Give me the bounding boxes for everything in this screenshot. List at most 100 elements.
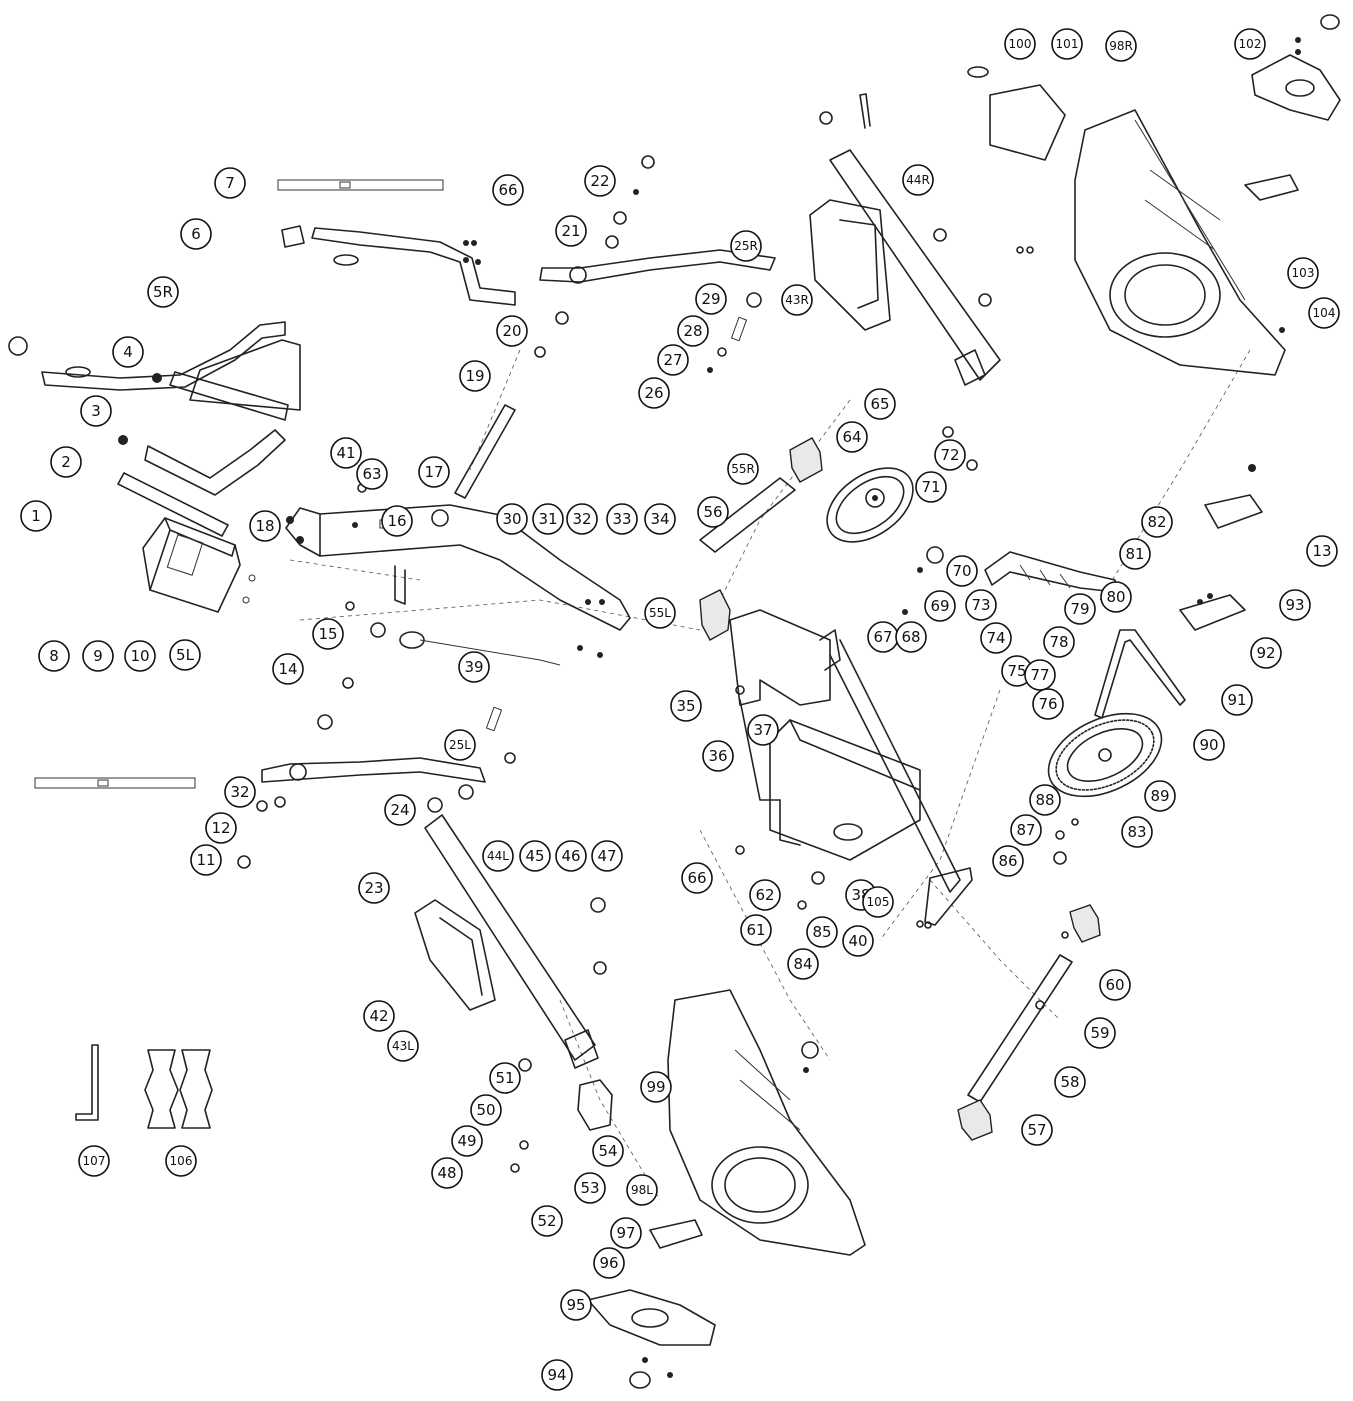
svg-text:80: 80 bbox=[1106, 588, 1125, 606]
svg-text:84: 84 bbox=[793, 955, 812, 973]
callout-20: 20 bbox=[496, 315, 528, 347]
svg-text:5R: 5R bbox=[153, 283, 173, 301]
svg-text:24: 24 bbox=[390, 801, 409, 819]
callout-52: 52 bbox=[531, 1205, 563, 1237]
callout-24: 24 bbox=[384, 794, 416, 826]
callout-49: 49 bbox=[451, 1125, 483, 1157]
svg-text:35: 35 bbox=[676, 697, 695, 715]
svg-text:62: 62 bbox=[755, 886, 774, 904]
callout-32b: 32 bbox=[224, 776, 256, 808]
svg-text:61: 61 bbox=[746, 921, 765, 939]
callout-103: 103 bbox=[1287, 257, 1319, 289]
callout-57: 57 bbox=[1021, 1114, 1053, 1146]
svg-text:43R: 43R bbox=[785, 293, 809, 307]
svg-text:97: 97 bbox=[616, 1224, 635, 1242]
svg-text:68: 68 bbox=[901, 628, 920, 646]
callout-85: 85 bbox=[806, 916, 838, 948]
callout-32a: 32 bbox=[566, 503, 598, 535]
callout-16: 16 bbox=[381, 505, 413, 537]
crank-parts bbox=[1179, 464, 1263, 631]
callout-101: 101 bbox=[1051, 28, 1083, 60]
svg-text:69: 69 bbox=[930, 597, 949, 615]
callout-86: 86 bbox=[992, 845, 1024, 877]
svg-text:21: 21 bbox=[561, 222, 580, 240]
callout-2: 2 bbox=[50, 446, 82, 478]
svg-text:95: 95 bbox=[566, 1296, 585, 1314]
callout-84: 84 bbox=[787, 948, 819, 980]
svg-text:34: 34 bbox=[650, 510, 669, 528]
callout-55L: 55L bbox=[644, 597, 676, 629]
callout-73: 73 bbox=[965, 589, 997, 621]
svg-text:64: 64 bbox=[842, 428, 861, 446]
callout-93: 93 bbox=[1279, 589, 1311, 621]
callout-96: 96 bbox=[593, 1247, 625, 1279]
svg-text:16: 16 bbox=[387, 512, 406, 530]
svg-text:5L: 5L bbox=[176, 646, 195, 664]
svg-text:74: 74 bbox=[986, 629, 1005, 647]
svg-text:18: 18 bbox=[255, 517, 274, 535]
svg-text:33: 33 bbox=[612, 510, 631, 528]
svg-text:44R: 44R bbox=[906, 173, 930, 187]
svg-text:46: 46 bbox=[561, 847, 580, 865]
svg-text:10: 10 bbox=[130, 647, 149, 665]
svg-text:60: 60 bbox=[1105, 976, 1124, 994]
svg-text:25L: 25L bbox=[449, 738, 471, 752]
right-handlebar-part bbox=[277, 179, 516, 306]
svg-text:56: 56 bbox=[703, 503, 722, 521]
callout-43R: 43R bbox=[781, 284, 813, 316]
svg-text:77: 77 bbox=[1030, 666, 1049, 684]
svg-text:57: 57 bbox=[1027, 1121, 1046, 1139]
svg-text:96: 96 bbox=[599, 1254, 618, 1272]
svg-text:79: 79 bbox=[1070, 600, 1089, 618]
callout-40: 40 bbox=[842, 925, 874, 957]
callout-42: 42 bbox=[363, 1000, 395, 1032]
svg-text:55L: 55L bbox=[649, 606, 671, 620]
callout-36: 36 bbox=[702, 740, 734, 772]
callout-15: 15 bbox=[312, 618, 344, 650]
callout-70: 70 bbox=[946, 555, 978, 587]
callout-63: 63 bbox=[356, 458, 388, 490]
svg-text:104: 104 bbox=[1313, 306, 1336, 320]
callout-37: 37 bbox=[747, 714, 779, 746]
callout-69: 69 bbox=[924, 590, 956, 622]
callout-47: 47 bbox=[591, 840, 623, 872]
svg-text:49: 49 bbox=[457, 1132, 476, 1150]
callout-83: 83 bbox=[1121, 816, 1153, 848]
callout-67: 67 bbox=[867, 621, 899, 653]
svg-text:29: 29 bbox=[701, 290, 720, 308]
svg-text:11: 11 bbox=[196, 851, 215, 869]
svg-text:87: 87 bbox=[1016, 821, 1035, 839]
svg-text:4: 4 bbox=[123, 343, 133, 361]
svg-text:13: 13 bbox=[1312, 542, 1331, 560]
svg-text:15: 15 bbox=[318, 625, 337, 643]
flywheel-part bbox=[826, 467, 914, 543]
svg-text:40: 40 bbox=[848, 932, 867, 950]
callout-98L: 98L bbox=[626, 1174, 658, 1206]
svg-text:72: 72 bbox=[940, 446, 959, 464]
callout-107: 107 bbox=[78, 1145, 110, 1177]
callout-5R: 5R bbox=[147, 276, 179, 308]
svg-text:100: 100 bbox=[1009, 37, 1032, 51]
callout-26: 26 bbox=[638, 377, 670, 409]
svg-text:86: 86 bbox=[998, 852, 1017, 870]
callout-48: 48 bbox=[431, 1157, 463, 1189]
front-stabilizer bbox=[699, 437, 823, 641]
callout-14: 14 bbox=[272, 653, 304, 685]
svg-text:7: 7 bbox=[225, 174, 235, 192]
callout-50: 50 bbox=[470, 1094, 502, 1126]
callout-41: 41 bbox=[330, 437, 362, 469]
svg-text:66: 66 bbox=[687, 869, 706, 887]
callout-25L: 25L bbox=[444, 729, 476, 761]
callout-82: 82 bbox=[1141, 506, 1173, 538]
right-swing-arm bbox=[809, 93, 1001, 386]
svg-text:53: 53 bbox=[580, 1179, 599, 1197]
svg-text:107: 107 bbox=[83, 1154, 106, 1168]
svg-text:82: 82 bbox=[1147, 513, 1166, 531]
callout-balloons: 1 2 3 4 5R 5L 6 7 8 9 10 11 12 13 14 15 … bbox=[20, 28, 1340, 1391]
callout-44L: 44L bbox=[482, 840, 514, 872]
svg-text:32: 32 bbox=[230, 783, 249, 801]
svg-text:22: 22 bbox=[590, 172, 609, 190]
callout-39: 39 bbox=[458, 651, 490, 683]
svg-text:52: 52 bbox=[537, 1212, 556, 1230]
